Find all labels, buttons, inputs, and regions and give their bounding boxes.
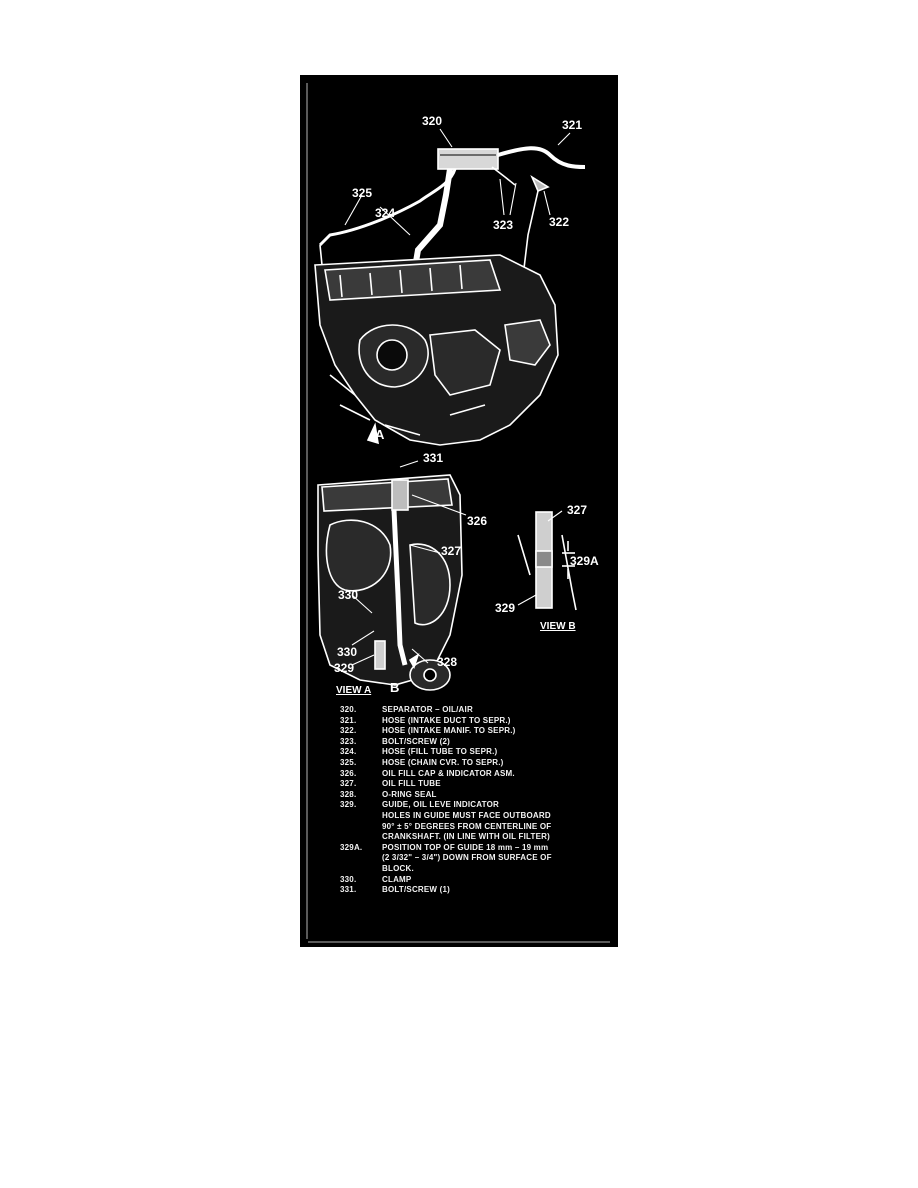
view-a-label: VIEW A	[336, 685, 372, 696]
legend-number: 327.	[340, 779, 357, 789]
callout-330-lower: 330	[337, 645, 358, 659]
callout-331: 331	[423, 451, 444, 465]
legend-row: 328. O-RING SEAL	[340, 790, 615, 801]
callout-330-upper: 330	[338, 588, 359, 602]
legend-text: BOLT/SCREW (2)	[382, 736, 450, 746]
legend-text: POSITION TOP OF GUIDE 18 mm – 19 mm	[382, 842, 549, 852]
oil-fill-tube-drawing	[391, 509, 408, 666]
legend-text: O-RING SEAL	[382, 789, 437, 799]
leader-lines	[344, 128, 571, 666]
legend-row: 321. HOSE (INTAKE DUCT TO SEPR.)	[340, 716, 615, 727]
view-b-illustration	[517, 511, 577, 611]
oil-air-separator	[437, 148, 499, 170]
legend-text: SEPARATOR – OIL/AIR	[382, 705, 473, 714]
diagram-panel: 320 321 322 323 324 325 A 331 326 327 33…	[300, 75, 618, 947]
callout-329A: 329A	[570, 554, 599, 568]
intake-duct-hose	[497, 146, 586, 169]
callout-320: 320	[422, 114, 443, 128]
legend-text: GUIDE, OIL LEVE INDICATOR	[382, 800, 500, 810]
legend-text: HOSE (INTAKE MANIF. TO SEPR.)	[382, 726, 516, 736]
legend-row: 331. BOLT/SCREW (1)	[340, 885, 615, 896]
legend-text: OIL FILL CAP & INDICATOR ASM.	[382, 768, 515, 778]
legend-text: CRANKSHAFT. (IN LINE WITH OIL FILTER)	[382, 832, 550, 842]
bolt-shaft	[491, 166, 516, 186]
legend-number: 328.	[340, 789, 357, 799]
legend-number: 324.	[340, 747, 357, 757]
legend-text: HOSE (CHAIN CVR. TO SEPR.)	[382, 757, 504, 767]
callout-329-view-b: 329	[495, 601, 516, 615]
legend-row: 329A. POSITION TOP OF GUIDE 18 mm – 19 m…	[340, 843, 615, 875]
callout-327-view-a: 327	[441, 544, 462, 558]
legend-number: 323.	[340, 736, 357, 746]
chain-cover-hose	[318, 168, 457, 247]
callout-326: 326	[467, 514, 488, 528]
legend-row: 322. HOSE (INTAKE MANIF. TO SEPR.)	[340, 726, 615, 737]
view-b-guide	[535, 550, 553, 568]
legend-number: 320.	[340, 705, 357, 714]
indicator-guide	[374, 640, 386, 670]
legend-number: 325.	[340, 757, 357, 767]
view-b-arrow-letter: B	[390, 680, 400, 695]
legend-number: 329A.	[340, 842, 363, 852]
callout-329-view-a: 329	[334, 661, 355, 675]
legend-number: 322.	[340, 726, 357, 736]
intake-manifold-hose-fitting	[530, 174, 550, 193]
callout-327-view-b: 327	[567, 503, 588, 517]
engine-illustration	[314, 128, 586, 691]
legend-number: 329.	[340, 800, 357, 810]
engine-block-top	[314, 254, 559, 446]
legend-text: (2 3/32" – 3/4") DOWN FROM SURFACE OF	[382, 853, 552, 863]
legend-row: 324. HOSE (FILL TUBE TO SEPR.)	[340, 747, 615, 758]
legend-row: 320. SEPARATOR – OIL/AIR	[340, 705, 615, 716]
callout-324: 324	[375, 206, 396, 220]
panel-border-bottom	[308, 941, 610, 943]
legend-row: 326. OIL FILL CAP & INDICATOR ASM.	[340, 769, 615, 780]
view-a-illustration	[317, 474, 463, 691]
legend-text: HOLES IN GUIDE MUST FACE OUTBOARD	[382, 810, 551, 820]
oil-fill-cap	[391, 479, 409, 511]
legend-row: 325. HOSE (CHAIN CVR. TO SEPR.)	[340, 758, 615, 769]
legend-number: 330.	[340, 874, 357, 884]
legend-number: 321.	[340, 715, 357, 725]
legend-number: 326.	[340, 768, 357, 778]
view-b-label: VIEW B	[540, 621, 576, 632]
legend-row: 323. BOLT/SCREW (2)	[340, 737, 615, 748]
legend-text: OIL FILL TUBE	[382, 779, 441, 789]
callout-322: 322	[549, 215, 570, 229]
parts-legend: 320. SEPARATOR – OIL/AIR 321. HOSE (INTA…	[340, 705, 615, 896]
callout-325: 325	[352, 186, 373, 200]
legend-text: BLOCK.	[382, 863, 414, 873]
legend-text: BOLT/SCREW (1)	[382, 885, 450, 895]
panel-border-left	[306, 83, 308, 939]
legend-row: 327. OIL FILL TUBE	[340, 779, 615, 790]
legend-text: HOSE (FILL TUBE TO SEPR.)	[382, 747, 498, 757]
callout-323: 323	[493, 218, 514, 232]
callout-321: 321	[562, 118, 583, 132]
legend-row: 330. CLAMP	[340, 875, 615, 886]
legend-number: 331.	[340, 885, 357, 895]
legend-text: HOSE (INTAKE DUCT TO SEPR.)	[382, 715, 511, 725]
legend-text: CLAMP	[382, 874, 412, 884]
legend-row: 329. GUIDE, OIL LEVE INDICATOR HOLES IN …	[340, 800, 615, 842]
legend-text: 90° ± 5° DEGREES FROM CENTERLINE OF	[382, 821, 552, 831]
view-a-arrow-letter: A	[375, 427, 385, 442]
callout-328: 328	[437, 655, 458, 669]
